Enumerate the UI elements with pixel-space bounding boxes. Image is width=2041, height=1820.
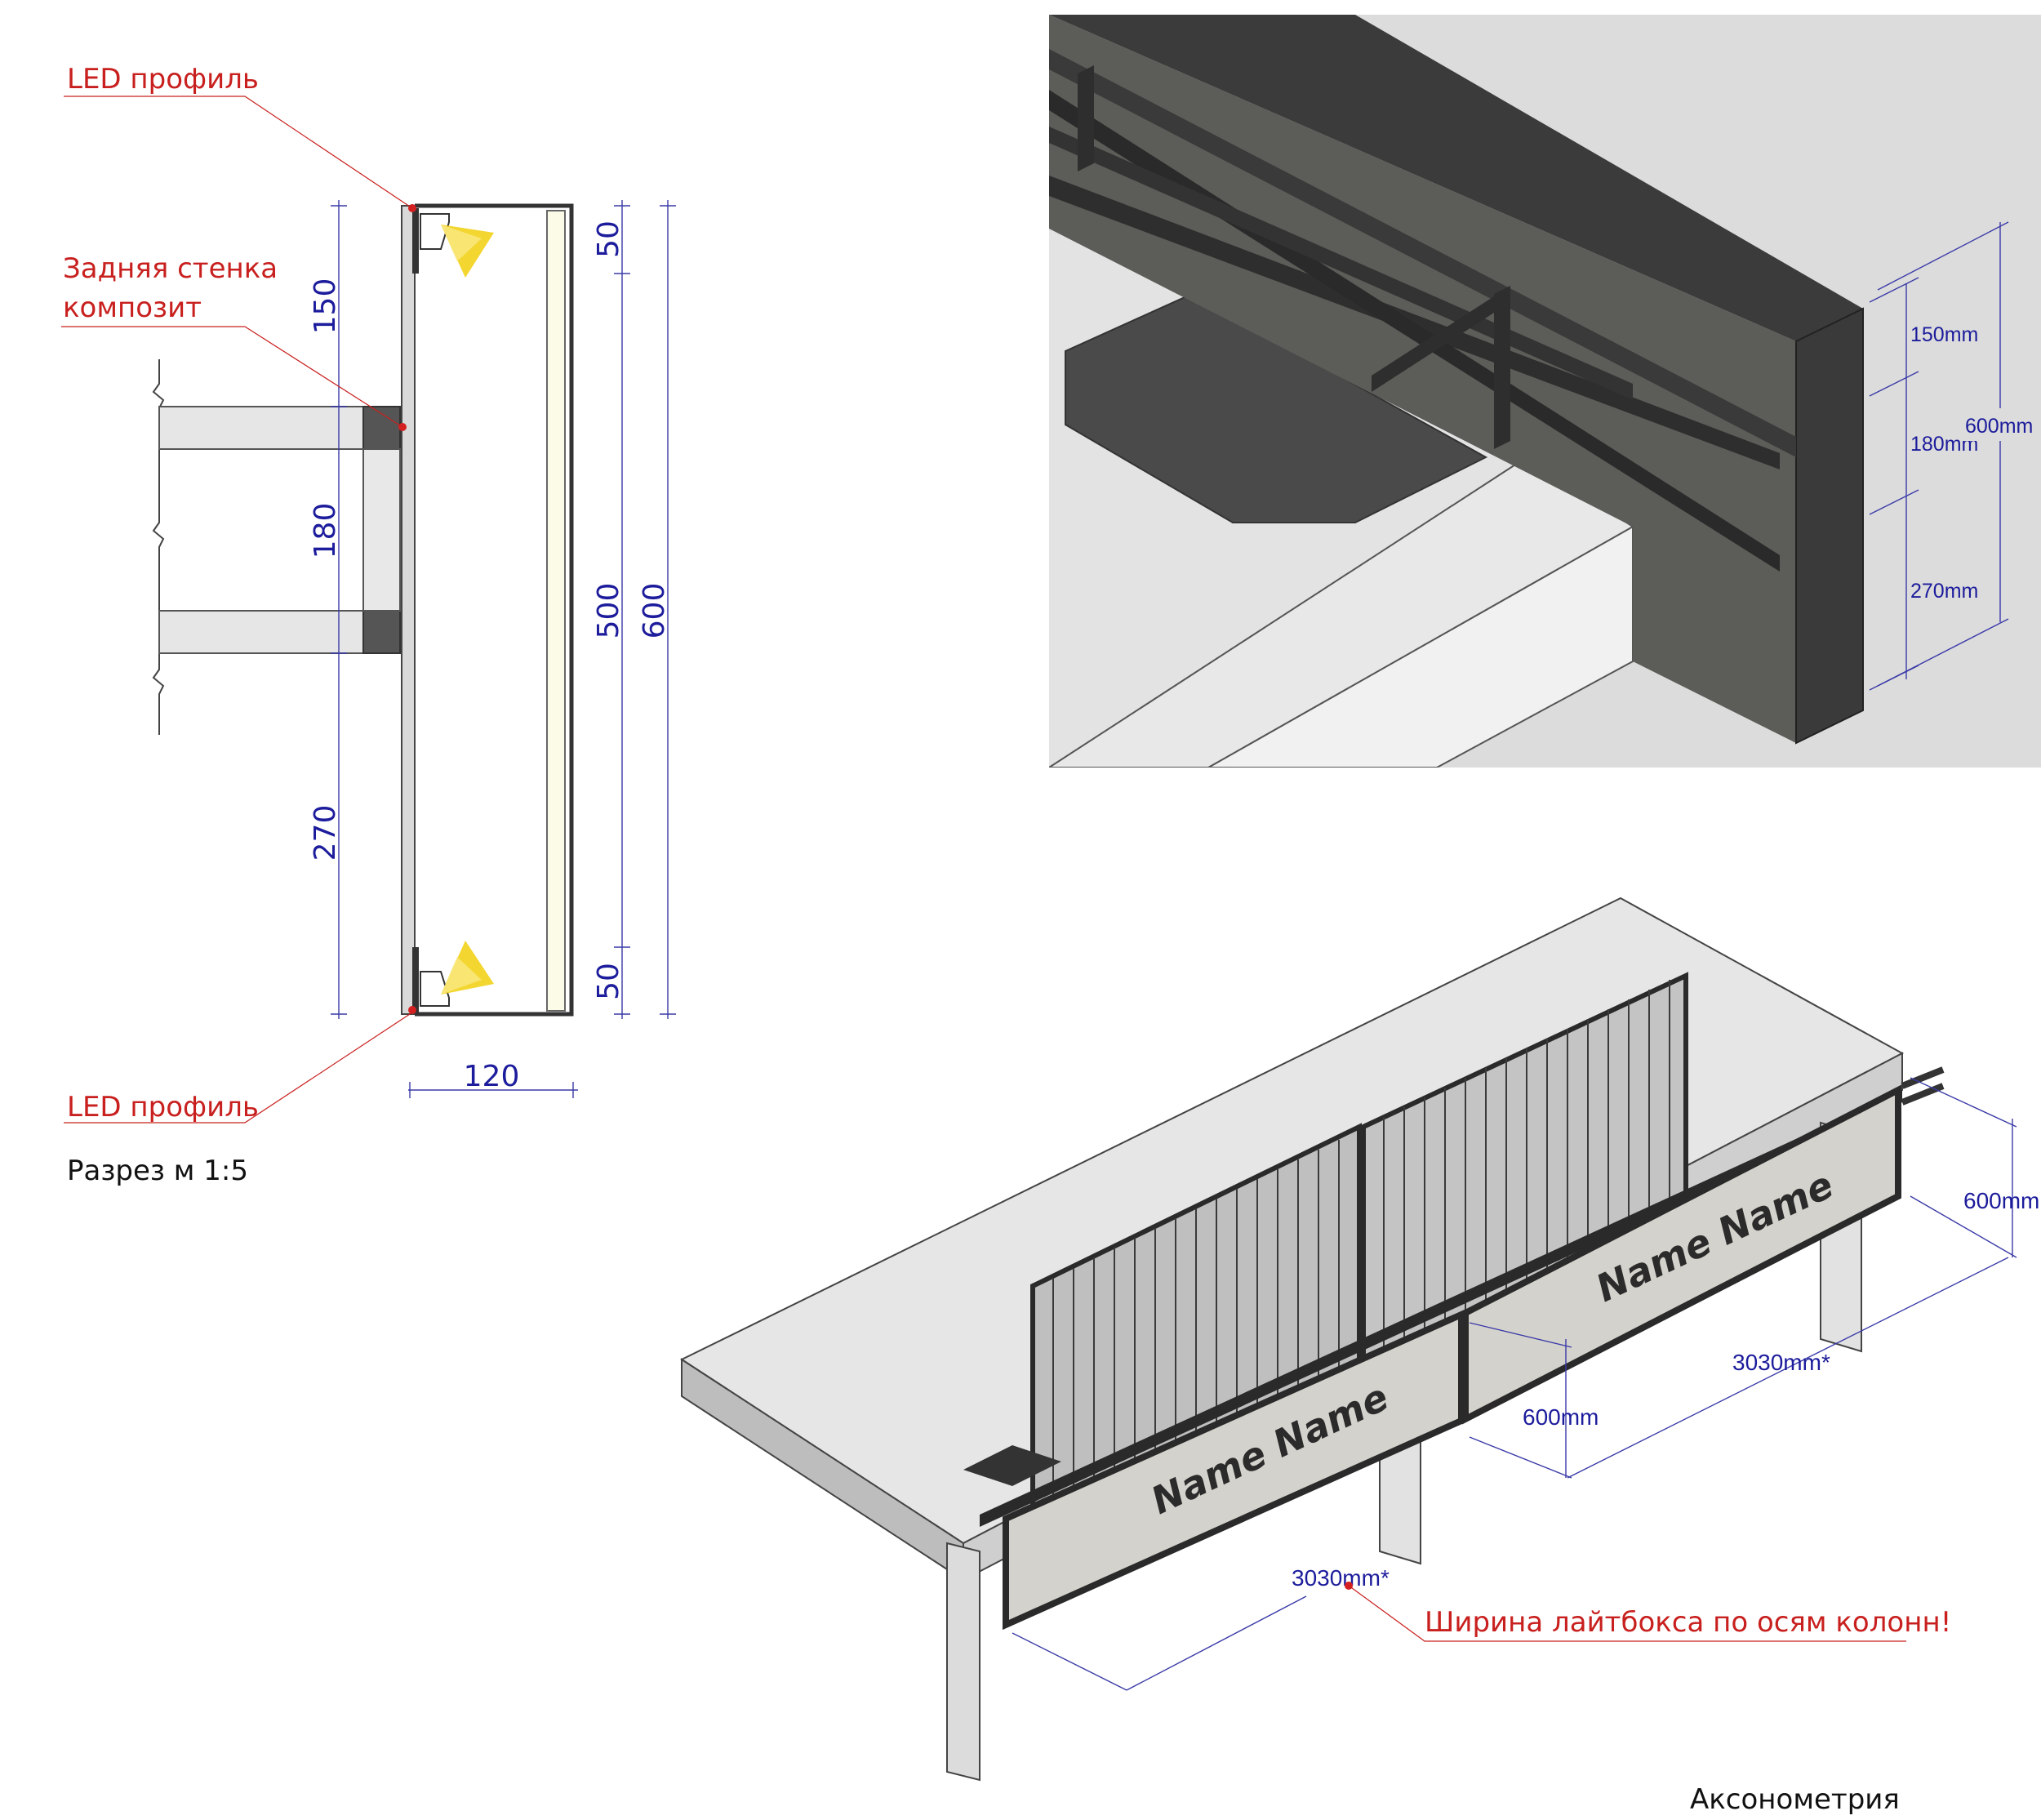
pipe-ends — [1901, 1066, 1945, 1089]
axonometry-view: Name Name Name Name 600mm 600mm 3030mm* … — [679, 897, 2039, 1816]
lightbox-side-face — [1049, 15, 1796, 743]
axo-dim-3030-right: 3030mm* — [1732, 1350, 1830, 1375]
dim-270: 270 — [309, 805, 342, 861]
section-caption: Разрез м 1:5 — [67, 1155, 248, 1187]
beam-top — [158, 406, 364, 450]
front-diffuser — [546, 210, 566, 1012]
dim-50-top: 50 — [592, 220, 625, 258]
axo-dim-3030-left: 3030mm* — [1292, 1565, 1390, 1591]
label-back-wall-2: композит — [63, 291, 202, 324]
beam-top-plate — [362, 406, 401, 450]
leader-led-top — [64, 96, 413, 209]
dim-50-bottom: 50 — [592, 963, 625, 1000]
back-wall-composite — [401, 205, 416, 1015]
dim-600: 600 — [638, 583, 671, 639]
dim-120: 120 — [464, 1060, 520, 1093]
label-back-wall-1: Задняя стенка — [63, 252, 278, 285]
axo-dim-600-right: 600mm — [1963, 1188, 2039, 1213]
bracket-left — [963, 1445, 1061, 1486]
detail-dim-150: 150mm — [1910, 323, 1978, 346]
dim-180: 180 — [309, 503, 342, 559]
lightbox-frame — [415, 203, 574, 1017]
wall-break-line — [152, 359, 165, 735]
axo-dim-width-left-ext — [1012, 1632, 1127, 1691]
section-view: 150 180 270 50 500 50 600 120 LED профил… — [61, 63, 676, 1187]
top-profile-bracket — [412, 208, 419, 274]
axo-dim-600-mid: 600mm — [1523, 1404, 1599, 1430]
axo-dim-width-right — [1567, 1257, 2009, 1479]
rail-2 — [1049, 49, 1796, 457]
axo-caption: Аксонометрия — [1690, 1783, 1900, 1816]
leader-back-wall — [61, 326, 403, 428]
label-led-top: LED профиль — [67, 63, 259, 96]
beam-bottom-plate — [362, 610, 401, 654]
detail-view: 150mm 180mm 270mm 600mm — [1049, 15, 2041, 768]
axo-dim-width-left — [1126, 1595, 1307, 1691]
beam-bottom — [158, 610, 364, 654]
led-profile-bottom — [408, 941, 494, 1014]
support-rail — [980, 1090, 1902, 1527]
axo-note: Ширина лайтбокса по осям колонн! — [1425, 1606, 1951, 1639]
cross-rail — [1372, 286, 1510, 392]
dim-500: 500 — [592, 583, 625, 639]
lightbox-end-face — [1795, 307, 1864, 745]
leader-led-bottom — [64, 1012, 413, 1124]
vertical-post — [362, 448, 401, 612]
detail-dim-600: 600mm — [1965, 415, 2033, 438]
lightbox-top-face — [1049, 15, 1863, 341]
dim-150: 150 — [309, 278, 342, 335]
label-led-bottom: LED профиль — [67, 1091, 259, 1124]
bottom-profile-bracket — [412, 947, 419, 1012]
detail-dim-270: 270mm — [1910, 580, 1978, 603]
led-profile-top — [408, 204, 494, 278]
note-leader — [1348, 1585, 1906, 1642]
